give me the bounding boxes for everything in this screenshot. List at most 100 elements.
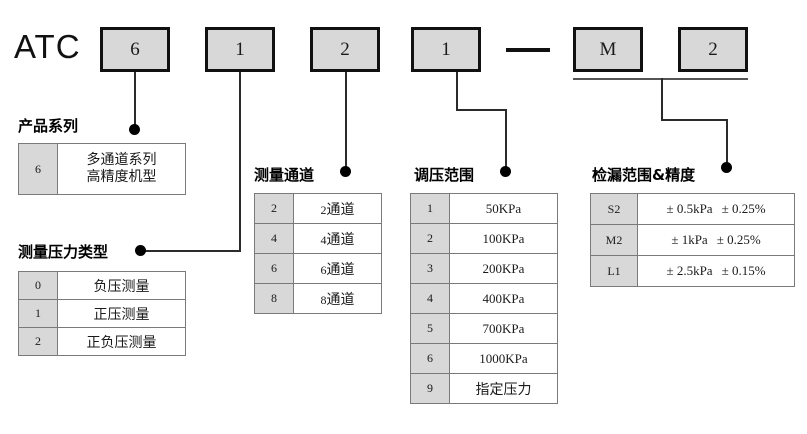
- leak-code-0: S2: [590, 193, 638, 225]
- connector-pressure-range-h: [456, 109, 507, 111]
- pressure-range-code-1: 2: [410, 223, 450, 254]
- connector-series: [134, 72, 136, 128]
- channels-code-1: 4: [254, 223, 294, 254]
- connector-dot-pressure-type: [135, 245, 146, 256]
- pressure-range-desc-3: 400KPa: [449, 283, 558, 314]
- table-row: S2 ± 0.5kPa ± 0.25%: [590, 193, 795, 225]
- channels-desc-3: 8通道: [293, 283, 382, 314]
- leak-accuracy-0: ± 0.25%: [721, 201, 766, 216]
- table-row: 4 4通道: [254, 223, 382, 254]
- brand-label: ATC: [14, 28, 81, 65]
- pressure-type-code-2: 2: [18, 327, 58, 356]
- table-row: 5 700KPa: [410, 313, 558, 344]
- table-row: L1 ± 2.5kPa ± 0.15%: [590, 255, 795, 287]
- table-row: 1 正压测量: [18, 299, 186, 328]
- pressure-range-code-6: 9: [410, 373, 450, 404]
- pressure-range-desc-6: 指定压力: [449, 373, 558, 404]
- leak-spec-0: ± 0.5kPa ± 0.25%: [637, 193, 795, 225]
- leak-spec-2: ± 2.5kPa ± 0.15%: [637, 255, 795, 287]
- code-box-pressure-range: 1: [411, 27, 481, 72]
- channels-unit-2: 通道: [326, 261, 355, 278]
- pressure-range-code-5: 6: [410, 343, 450, 374]
- connector-dot-pressure-range: [500, 166, 511, 177]
- caption-channels: 测量通道: [254, 166, 315, 184]
- table-channels: 2 2通道 4 4通道 6 6通道 8 8通道: [254, 193, 382, 314]
- pressure-range-code-2: 3: [410, 253, 450, 284]
- table-pressure-type: 0 负压测量 1 正压测量 2 正负压测量: [18, 271, 186, 356]
- leak-code-2: L1: [590, 255, 638, 287]
- table-row: 9 指定压力: [410, 373, 558, 404]
- series-desc-0: 多通道系列 高精度机型: [57, 143, 186, 195]
- connector-channels: [345, 72, 347, 170]
- connector-pressure-range-v1: [456, 72, 458, 110]
- table-row: 8 8通道: [254, 283, 382, 314]
- series-desc-line1: 多通道系列: [86, 152, 157, 168]
- channels-num-2: 6: [320, 262, 327, 277]
- table-row: 6 多通道系列 高精度机型: [18, 143, 186, 195]
- series-desc-line2: 高精度机型: [86, 169, 157, 185]
- table-row: 1 50KPa: [410, 193, 558, 224]
- pressure-range-code-0: 1: [410, 193, 450, 224]
- pressure-type-desc-2: 正负压测量: [57, 327, 186, 356]
- channels-num-1: 4: [320, 232, 327, 247]
- table-row: 3 200KPa: [410, 253, 558, 284]
- table-row: M2 ± 1kPa ± 0.25%: [590, 224, 795, 256]
- channels-desc-1: 4通道: [293, 223, 382, 254]
- pressure-range-desc-0: 50KPa: [449, 193, 558, 224]
- connector-leak-h: [661, 119, 728, 121]
- code-box-pressure-type: 1: [205, 27, 275, 72]
- pressure-range-desc-5: 1000KPa: [449, 343, 558, 374]
- leak-spec-1: ± 1kPa ± 0.25%: [637, 224, 795, 256]
- channels-num-3: 8: [320, 292, 327, 307]
- table-row: 2 2通道: [254, 193, 382, 224]
- connector-dot-series: [129, 124, 140, 135]
- table-leak: S2 ± 0.5kPa ± 0.25% M2 ± 1kPa ± 0.25% L1 ±…: [590, 193, 795, 287]
- leak-range-2: ± 2.5kPa: [666, 263, 713, 278]
- connector-pressure-type-vertical: [239, 72, 241, 252]
- code-box-leak-number: 2: [678, 27, 748, 72]
- leak-range-1: ± 1kPa: [671, 232, 708, 247]
- table-row: 6 6通道: [254, 253, 382, 284]
- channels-desc-2: 6通道: [293, 253, 382, 284]
- pressure-type-desc-0: 负压测量: [57, 271, 186, 300]
- channels-unit-1: 通道: [326, 231, 355, 248]
- code-box-series: 6: [100, 27, 170, 72]
- table-row: 2 正负压测量: [18, 327, 186, 356]
- channels-unit-3: 通道: [326, 291, 355, 308]
- code-box-leak-letter: M: [573, 27, 643, 72]
- separator-dash: [506, 48, 550, 52]
- channels-code-0: 2: [254, 193, 294, 224]
- pressure-range-desc-4: 700KPa: [449, 313, 558, 344]
- channels-num-0: 2: [320, 202, 327, 217]
- table-series: 6 多通道系列 高精度机型: [18, 143, 186, 195]
- caption-leak: 检漏范围&精度: [592, 166, 696, 184]
- pressure-range-code-3: 4: [410, 283, 450, 314]
- leak-code-1: M2: [590, 224, 638, 256]
- table-row: 4 400KPa: [410, 283, 558, 314]
- caption-pressure-range: 调压范围: [414, 166, 475, 184]
- pressure-range-code-4: 5: [410, 313, 450, 344]
- connector-leak-v1: [661, 78, 663, 121]
- pressure-type-code-0: 0: [18, 271, 58, 300]
- table-pressure-range: 1 50KPa 2 100KPa 3 200KPa 4 400KPa 5 700…: [410, 193, 558, 404]
- channels-code-3: 8: [254, 283, 294, 314]
- leak-accuracy-2: ± 0.15%: [721, 263, 766, 278]
- pressure-range-desc-1: 100KPa: [449, 223, 558, 254]
- connector-pressure-type-horizontal: [140, 250, 240, 252]
- connector-leak-v2: [726, 119, 728, 167]
- table-row: 6 1000KPa: [410, 343, 558, 374]
- channels-desc-0: 2通道: [293, 193, 382, 224]
- leak-range-0: ± 0.5kPa: [666, 201, 713, 216]
- series-code-0: 6: [18, 143, 58, 195]
- pressure-type-code-1: 1: [18, 299, 58, 328]
- caption-series: 产品系列: [18, 117, 79, 135]
- connector-pressure-range-v2: [505, 109, 507, 171]
- code-box-channels: 2: [310, 27, 380, 72]
- connector-leak-bracket: [573, 78, 748, 80]
- connector-dot-channels: [340, 166, 351, 177]
- connector-dot-leak: [721, 162, 732, 173]
- pressure-range-desc-2: 200KPa: [449, 253, 558, 284]
- table-row: 0 负压测量: [18, 271, 186, 300]
- leak-accuracy-1: ± 0.25%: [716, 232, 761, 247]
